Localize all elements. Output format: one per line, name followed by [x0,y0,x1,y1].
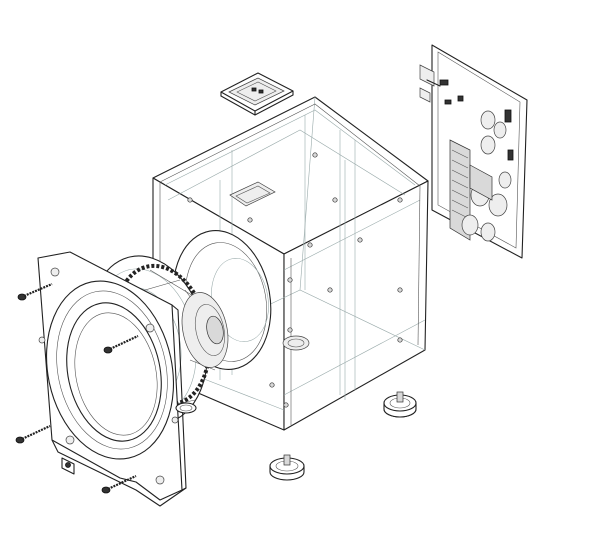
top-control-plate [220,72,294,116]
round-foot-icon [269,454,305,481]
screw-icon [17,282,53,301]
amplifier-board [419,44,528,259]
screw-icon [103,335,139,354]
front-baffle [37,251,187,507]
feet [175,391,417,481]
screw-icon [101,475,137,494]
screw-icon [15,425,51,444]
round-foot-icon [175,402,197,414]
screws [15,282,139,494]
round-foot-icon [383,391,417,418]
